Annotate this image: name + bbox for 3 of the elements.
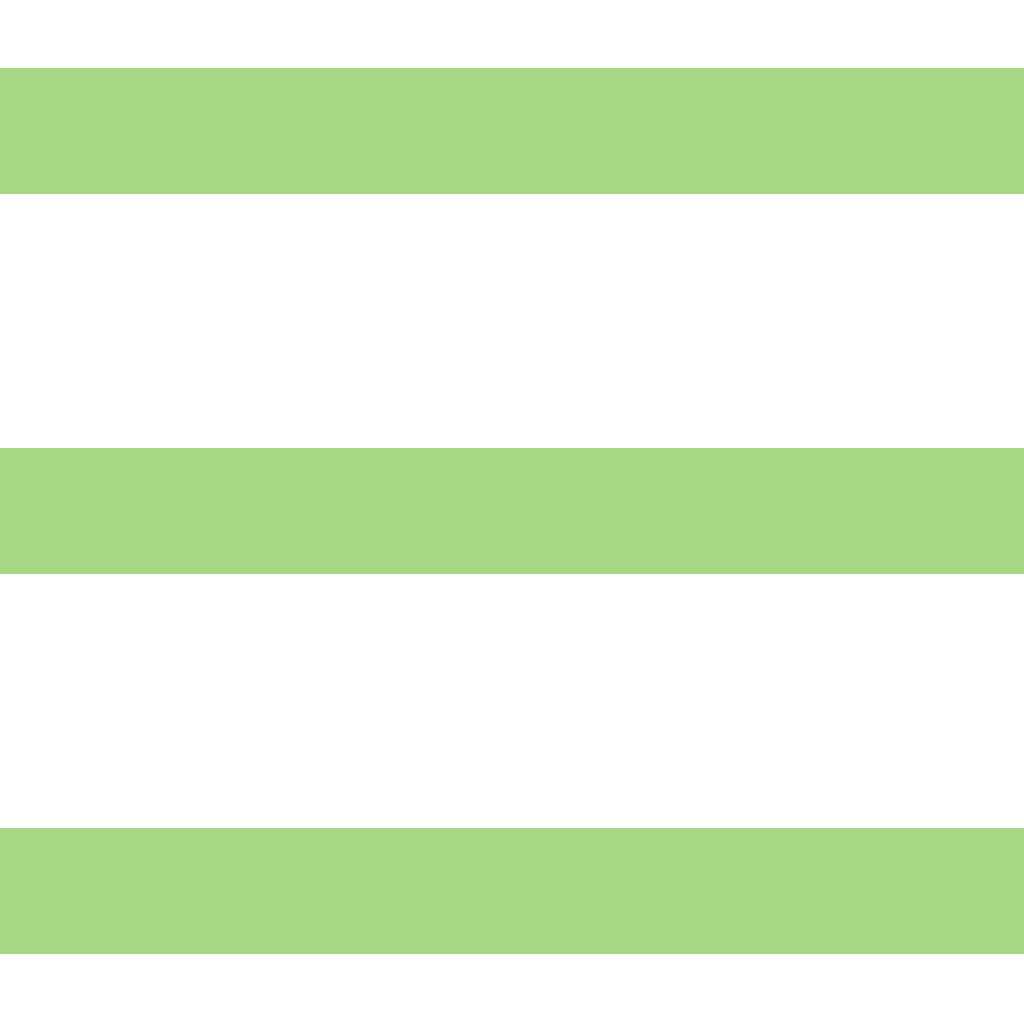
bar <box>0 68 1024 194</box>
bar <box>0 828 1024 954</box>
bar <box>0 448 1024 574</box>
